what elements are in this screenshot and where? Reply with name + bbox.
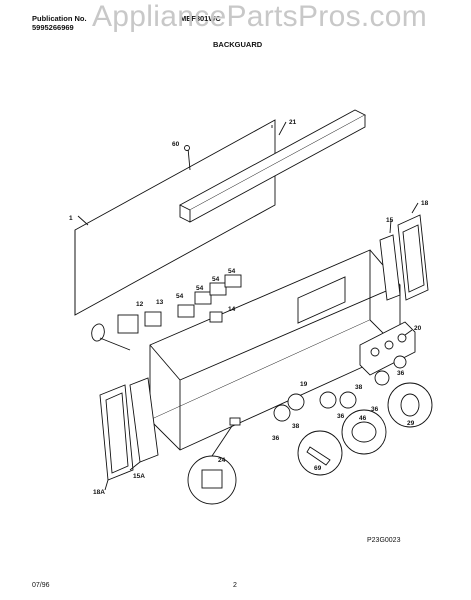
detail-circle-46 [341, 409, 387, 455]
callout-36-b: 36 [337, 413, 345, 420]
detail-circle-29 [387, 382, 433, 428]
component-13 [144, 311, 162, 327]
knob-2 [287, 393, 305, 411]
right-endcap [379, 234, 401, 301]
knob-3 [319, 391, 337, 409]
component-12 [117, 314, 139, 334]
right-trim [397, 214, 429, 301]
switch-3 [209, 282, 227, 296]
callout-18a: 18A [93, 489, 105, 496]
callout-60: 60 [172, 141, 180, 148]
knob-6 [393, 355, 407, 369]
switch-2 [194, 291, 212, 305]
callout-36-d: 36 [397, 370, 405, 377]
callout-38-a: 38 [292, 423, 300, 430]
section-title: BACKGUARD [213, 40, 263, 49]
callout-15: 15 [386, 217, 394, 224]
diagram-code: P23G0023 [367, 537, 401, 544]
watermark: AppliancePartsPros.com [92, 0, 428, 33]
callout-69: 69 [314, 465, 322, 472]
callout-19: 19 [300, 381, 308, 388]
callout-54-c: 54 [196, 285, 204, 292]
left-endcap [129, 377, 159, 463]
switch-4 [224, 274, 242, 288]
callout-36-c: 36 [371, 406, 379, 413]
callout-1: 1 [69, 215, 73, 222]
callout-24: 24 [218, 457, 226, 464]
callout-54-b: 54 [212, 276, 220, 283]
callout-46: 46 [359, 415, 367, 422]
left-trim [99, 384, 134, 481]
callout-13: 13 [156, 299, 164, 306]
callout-12: 12 [136, 301, 144, 308]
callout-14: 14 [228, 306, 236, 313]
callout-54-d: 54 [176, 293, 184, 300]
callout-38-b: 38 [355, 384, 363, 391]
knob-5 [374, 370, 390, 386]
callout-21: 21 [289, 119, 297, 126]
callout-18: 18 [421, 200, 429, 207]
knob-4 [339, 391, 357, 409]
callout-36-a: 36 [272, 435, 280, 442]
publication-number: 5995266969 [32, 23, 74, 32]
model-number: MEF301WC [180, 14, 221, 23]
callout-54-a: 54 [228, 268, 236, 275]
rear-panel [74, 119, 276, 316]
switch-1 [177, 304, 195, 318]
publication-label: Publication No. [32, 14, 87, 23]
callout-29: 29 [407, 420, 415, 427]
footer-date: 07/96 [32, 582, 50, 589]
component-14 [209, 311, 223, 323]
knob-1 [273, 404, 291, 422]
page-number: 2 [233, 582, 237, 589]
callout-20: 20 [414, 325, 422, 332]
callout-15a: 15A [133, 473, 145, 480]
